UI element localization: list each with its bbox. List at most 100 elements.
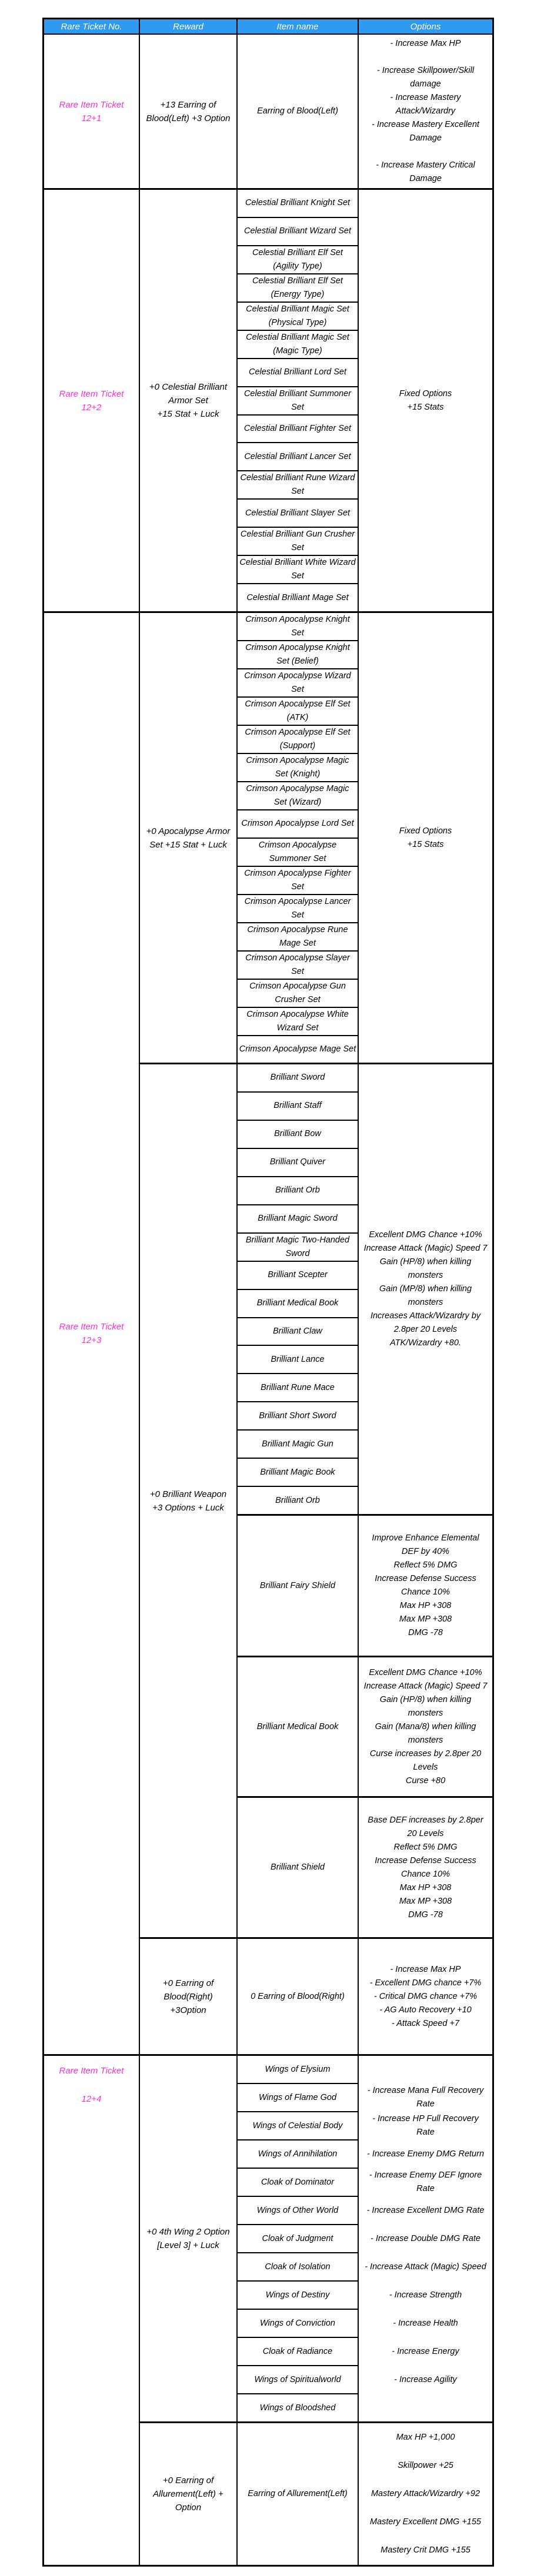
item-name-column: 0 Earring of Blood(Right) [238, 1939, 359, 2054]
option-line: Increase Attack (Magic) Speed 7 [363, 1244, 488, 1253]
item-name-cell: Crimson Apocalypse Summoner Set [238, 839, 358, 867]
item-name-cell: Brilliant Magic Book [238, 1459, 358, 1488]
reward-line: Set +15 Stat + Luck [149, 839, 227, 850]
item-name-cell: Wings of Celestial Body [238, 2112, 358, 2140]
item-name-cell: Wings of Spiritualworld [238, 2366, 358, 2394]
option-line: - Increase Enemy DMG Return [366, 2149, 485, 2159]
option-line: - Increase Mastery Attack/Wizardry [390, 93, 461, 116]
option-line: Mastery Attack/Wizardry +92 [371, 2489, 480, 2498]
option-line: Max HP +308 [399, 1601, 452, 1610]
option-line: - Critical DMG chance +7% [373, 1991, 478, 2001]
option-line: Gain (Mana/8) when killing monsters [375, 1721, 476, 1745]
subgroup-row: Brilliant Shield Base DEF increases by 2.… [238, 1798, 492, 1937]
item-name-cell: Brilliant Quiver [238, 1149, 358, 1177]
item-name-cell: Earring of Blood(Left) [257, 106, 338, 116]
item-name-cell: Crimson Apocalypse Lord Set [238, 810, 358, 839]
item-name-cell: Brilliant Magic Sword [238, 1205, 358, 1234]
item-name-cell: Crimson Apocalypse Rune Mage Set [238, 923, 358, 952]
option-line: - Attack Speed +7 [391, 2018, 460, 2028]
item-name-cell: Crimson Apocalypse Elf Set (Support) [238, 726, 358, 754]
item-name-cell: Wings of Conviction [238, 2310, 358, 2338]
header-cell-item-name: Item name [238, 19, 359, 34]
item-name-cell: Brilliant Medical Book [238, 1290, 358, 1318]
item-name-cell: Celestial Brilliant Mage Set [246, 592, 349, 602]
options-cell: Fixed Options+15 Stats [359, 190, 492, 611]
item-name-cell: Brilliant Shield [271, 1863, 325, 1872]
item-name-cell: Crimson Apocalypse Magic Set (Knight) [238, 754, 358, 782]
options-cell: Improve Enhance Elemental DEF by 40%Refl… [359, 1516, 492, 1656]
item-name-cell: Brilliant Lance [238, 1346, 358, 1375]
rare-ticket-label: Rare Item Ticket [59, 99, 124, 110]
option-line: Reflect 5% DMG [393, 1842, 458, 1852]
option-line: Fixed Options [399, 826, 452, 836]
item-name-cell: Crimson Apocalypse Lancer Set [238, 895, 358, 923]
item-name-cell: Wings of Bloodshed [259, 2403, 336, 2413]
item-name-cell: Wings of Annihilation [238, 2140, 358, 2169]
item-name-cell: Crimson Apocalypse Knight Set (Belief) [238, 641, 358, 669]
item-name-cell: Cloak of Dominator [238, 2169, 358, 2197]
options-cell: Excellent DMG Chance +10%Increase Attack… [359, 1657, 492, 1796]
reward-line: +0 4th Wing 2 Option [146, 2227, 230, 2237]
option-line: - Increase HP Full Recovery Rate [372, 2114, 479, 2137]
group-body: Earring of Allurement(Left)Max HP +1,000… [238, 2423, 492, 2565]
option-line: - Increase Mastery Excellent Damage [372, 120, 479, 143]
option-line: Increase Defense Success Chance 10% [375, 1855, 476, 1879]
reward-line: Allurement(Left) + [153, 2489, 223, 2499]
reward-line: Option [175, 2503, 202, 2513]
option-line: - AG Auto Recovery +10 [379, 2005, 472, 2015]
item-name-cell: Brilliant Rune Mace [238, 1374, 358, 1403]
item-name-cell: Celestial Brilliant Rune Wizard Set [238, 471, 358, 500]
options-cell: - Increase Max HP - Increase Skillpower/… [359, 35, 492, 188]
item-name-cell: Celestial Brilliant Elf Set (Energy Type… [238, 274, 358, 303]
option-line: Excellent DMG Chance +10% [369, 1230, 482, 1240]
option-line: DMG -78 [408, 1910, 443, 1920]
option-line: - Increase Skillpower/Skill damage [376, 66, 475, 89]
item-name-cell: Crimson Apocalypse Mage Set [239, 1044, 356, 1054]
reward-cell: +0 4th Wing 2 Option[Level 3] + Luck [140, 2056, 238, 2421]
option-line: - Increase Health [393, 2318, 458, 2328]
reward-line: Blood(Left) +3 Option [146, 113, 231, 123]
reward-line: +3Option [170, 2005, 206, 2015]
section-rows: +13 Earring of Blood(Left) +3 Option Earri… [140, 35, 492, 188]
item-name-cell: Celestial Brilliant Slayer Set [238, 500, 358, 528]
item-name-cell: Crimson Apocalypse Wizard Set [238, 669, 358, 698]
group-body: 0 Earring of Blood(Right)- Increase Max … [238, 1939, 492, 2054]
item-name-cell: 0 Earring of Blood(Right) [251, 1991, 345, 2001]
option-line: Base DEF increases by 2.8per 20 Levels [368, 1815, 483, 1838]
item-name-column: Brilliant Shield [238, 1798, 359, 1937]
item-name-cell: Crimson Apocalypse Slayer Set [238, 952, 358, 980]
reward-cell: +13 Earring of Blood(Left) +3 Option [140, 35, 238, 188]
reward-line: +0 Earring of [162, 1978, 214, 1988]
option-line: Max HP +1,000 [396, 2433, 455, 2442]
rare-ticket-label: 12+3 [81, 1335, 102, 1345]
item-name-cell: Celestial Brilliant Fighter Set [238, 416, 358, 444]
option-line: DMG -78 [408, 1628, 443, 1637]
item-name-cell: Celestial Brilliant Magic Set (Physical … [238, 303, 358, 331]
item-name-cell: Brilliant Claw [238, 1318, 358, 1346]
item-name-cell: Crimson Apocalypse White Wizard Set [238, 1008, 358, 1036]
option-line: Max MP +308 [399, 1896, 452, 1906]
rare-ticket-label: Rare Item Ticket [59, 2066, 124, 2076]
reward-line: +13 Earring of [160, 99, 216, 110]
item-name-cell: Brilliant Magic Two-Handed Sword [238, 1234, 358, 1262]
item-name-cell: Crimson Apocalypse Gun Crusher Set [238, 980, 358, 1008]
item-name-cell: Celestial Brilliant Summoner Set [238, 387, 358, 416]
item-name-cell: Cloak of Radiance [238, 2338, 358, 2366]
option-line: Excellent DMG Chance +10% [369, 1667, 482, 1677]
